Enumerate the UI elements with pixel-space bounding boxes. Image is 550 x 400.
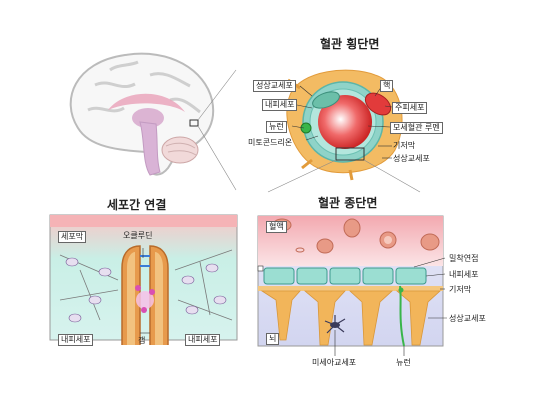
label-neuron-cross: 뉴런 bbox=[266, 121, 287, 133]
basement-membrane bbox=[258, 286, 443, 291]
cross-zoom-marker bbox=[335, 147, 365, 161]
endothelial-cells bbox=[263, 267, 427, 285]
label-cell-membrane: 세포막 bbox=[58, 231, 87, 243]
label-endothelial-long: 내피세포 bbox=[449, 270, 479, 279]
label-microglia: 미세아교세포 bbox=[312, 358, 357, 367]
label-basement-membrane-long: 기저막 bbox=[449, 285, 472, 294]
label-astrocyte-top: 성상교세포 bbox=[253, 80, 296, 92]
longitudinal-section-title: 혈관 종단면 bbox=[318, 196, 378, 210]
label-brain: 뇌 bbox=[266, 333, 280, 345]
endothelial-nucleus bbox=[312, 91, 340, 109]
brain-illustration bbox=[69, 52, 237, 191]
label-blood: 혈액 bbox=[266, 221, 287, 233]
neuron-terminal bbox=[300, 122, 312, 134]
junction-panel bbox=[49, 214, 238, 345]
label-capillary-lumen: 모세혈관 루멘 bbox=[390, 122, 443, 134]
label-occludin: 오클루딘 bbox=[123, 231, 153, 240]
label-nucleus: 핵 bbox=[380, 80, 394, 92]
brain-corpus-callosum bbox=[108, 93, 185, 112]
label-endothelial-cross: 내피세포 bbox=[262, 99, 298, 111]
pericyte-body bbox=[364, 92, 392, 116]
label-pericyte: 주피세포 bbox=[392, 102, 428, 114]
label-basement-membrane-cross: 기저막 bbox=[393, 141, 416, 150]
label-endothelial-left: 내피세포 bbox=[58, 334, 94, 346]
label-astrocyte-long: 성상교세포 bbox=[449, 314, 486, 323]
cell-junction-title: 세포간 연결 bbox=[107, 198, 167, 212]
longitudinal-panel bbox=[257, 215, 447, 356]
brain-stem bbox=[139, 121, 161, 176]
label-endothelial-right: 내피세포 bbox=[185, 334, 221, 346]
astrocyte-endfeet bbox=[260, 290, 442, 346]
capillary-lumen bbox=[318, 95, 372, 149]
microglia-cell bbox=[324, 315, 346, 334]
brain-cerebellum bbox=[161, 136, 199, 164]
cross-section-illustration bbox=[267, 69, 421, 193]
label-astrocyte-bottom: 성상교세포 bbox=[393, 154, 430, 163]
cross-section-title: 혈관 횡단면 bbox=[320, 37, 380, 51]
label-neuron-long: 뉴런 bbox=[396, 358, 411, 367]
label-mitochondria: 미토콘드리온 bbox=[248, 138, 293, 147]
label-tight-junction: 밀착연접 bbox=[449, 254, 479, 263]
brain-zoom-marker bbox=[189, 119, 199, 127]
label-gap: 갭 bbox=[138, 336, 146, 345]
